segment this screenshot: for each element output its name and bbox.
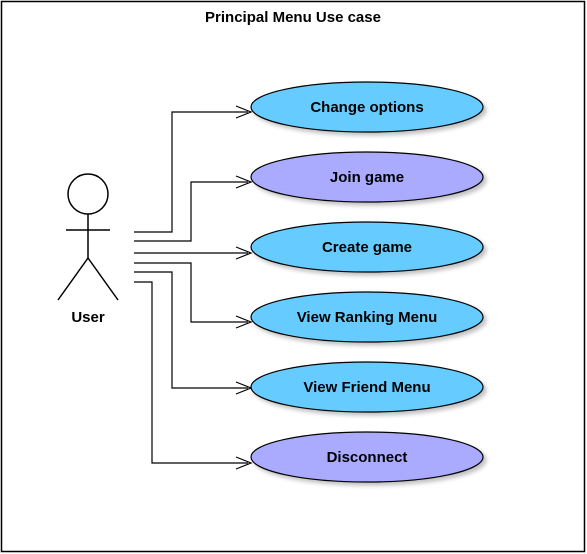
arrowhead-view-ranking-menu [235, 315, 253, 329]
arrowhead-create-game [235, 246, 253, 260]
use-case-ellipse [250, 431, 484, 483]
diagram-title: Principal Menu Use case [205, 9, 381, 26]
arrowhead-change-options [235, 105, 253, 119]
use-case-label: Create game [322, 239, 412, 256]
use-case-view-ranking-menu: View Ranking Menu [250, 291, 484, 343]
connector-change-options [134, 111, 248, 233]
use-case-join-game: Join game [250, 151, 484, 203]
actor-left-leg [57, 257, 89, 301]
arrowhead-join-game [235, 175, 253, 189]
use-case-create-game: Create game [250, 221, 484, 273]
arrowhead-disconnect [235, 456, 253, 470]
use-case-ellipse [250, 151, 484, 203]
association-lines [134, 111, 248, 464]
connector-join-game [134, 181, 248, 242]
use-case-label: Join game [330, 169, 404, 186]
connector-view-friend-menu [134, 271, 248, 389]
actor-user [57, 173, 119, 301]
use-case-change-options: Change options [250, 81, 484, 133]
use-case-view-friend-menu: View Friend Menu [250, 361, 484, 413]
actor-right-leg [87, 257, 119, 301]
connector-disconnect [134, 281, 248, 464]
use-case-ellipse [250, 361, 484, 413]
use-case-ellipse [250, 291, 484, 343]
use-case-ellipse [250, 81, 484, 133]
use-case-disconnect: Disconnect [250, 431, 484, 483]
actor-head [67, 173, 109, 215]
use-case-label: View Ranking Menu [297, 309, 438, 326]
use-case-ellipse [250, 221, 484, 273]
actor-label: User [71, 309, 105, 326]
use-case-label: Change options [310, 99, 423, 116]
connector-view-ranking-menu [134, 262, 248, 323]
use-case-label: View Friend Menu [303, 379, 430, 396]
use-case-label: Disconnect [327, 449, 408, 466]
